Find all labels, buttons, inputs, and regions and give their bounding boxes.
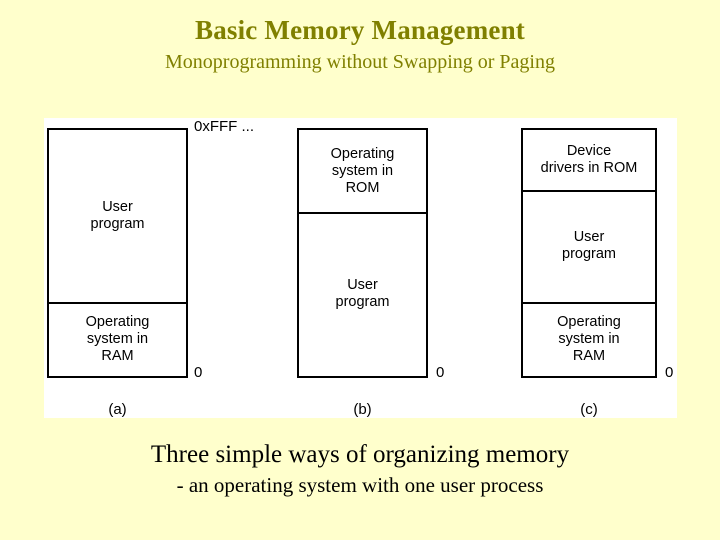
- segment-line: Device: [566, 143, 612, 159]
- title-block: Basic Memory Management Monoprogramming …: [0, 14, 720, 75]
- segment-line: program: [90, 216, 145, 232]
- segment-line: system in: [86, 330, 149, 347]
- memory-segment-c-user-program: User program: [523, 190, 655, 302]
- page-title: Basic Memory Management: [194, 15, 525, 45]
- memory-segment-a-os-ram: Operating system in RAM: [49, 302, 186, 376]
- memory-box-a: User program Operating system in RAM: [47, 128, 188, 378]
- bottom-caption: Three simple ways of organizing memory -…: [0, 440, 720, 498]
- caption-primary: Three simple ways of organizing memory: [150, 441, 570, 468]
- segment-line: program: [562, 246, 616, 262]
- segment-line: Operating: [330, 145, 395, 162]
- segment-line: drivers in ROM: [540, 160, 638, 176]
- memory-box-c: Device drivers in ROM User program Opera…: [521, 128, 657, 378]
- memory-segment-divider: [49, 302, 186, 304]
- segment-line: ROM: [345, 179, 380, 196]
- memory-segment-c-os-ram: Operating system in RAM: [523, 302, 655, 376]
- memory-segment-b-user-program: User program: [299, 212, 426, 376]
- segment-line: RAM: [101, 347, 134, 364]
- segment-line: User: [573, 229, 605, 245]
- memory-box-b: Operating system in ROM User program: [297, 128, 428, 378]
- segment-line: User: [102, 199, 133, 215]
- diagram-caption-a: (a): [108, 401, 127, 418]
- segment-line: program: [335, 294, 390, 310]
- address-label-b-bottom: 0: [436, 364, 445, 381]
- memory-segment-c-device-drivers-rom: Device drivers in ROM: [523, 130, 655, 190]
- figure-panel: User program Operating system in RAM 0xF…: [44, 118, 677, 418]
- segment-line: RAM: [572, 347, 606, 364]
- address-label-c-bottom: 0: [665, 364, 674, 381]
- segment-line: User: [347, 277, 378, 293]
- caption-secondary: - an operating system with one user proc…: [176, 473, 544, 497]
- memory-segment-a-user-program: User program: [49, 130, 186, 302]
- page-subtitle: Monoprogramming without Swapping or Pagi…: [165, 51, 555, 73]
- segment-line: Operating: [557, 313, 621, 330]
- segment-line: system in: [558, 330, 620, 347]
- segment-line: Operating: [85, 313, 150, 330]
- memory-segment-b-os-rom: Operating system in ROM: [299, 130, 426, 212]
- address-label-a-bottom: 0: [194, 364, 203, 381]
- address-label-a-top: 0xFFF ...: [194, 118, 254, 135]
- diagram-caption-c: (c): [580, 401, 598, 418]
- segment-line: system in: [331, 162, 394, 179]
- memory-segment-divider: [299, 212, 426, 214]
- memory-segment-divider: [523, 302, 655, 304]
- memory-segment-divider: [523, 190, 655, 192]
- diagram-caption-b: (b): [353, 401, 372, 418]
